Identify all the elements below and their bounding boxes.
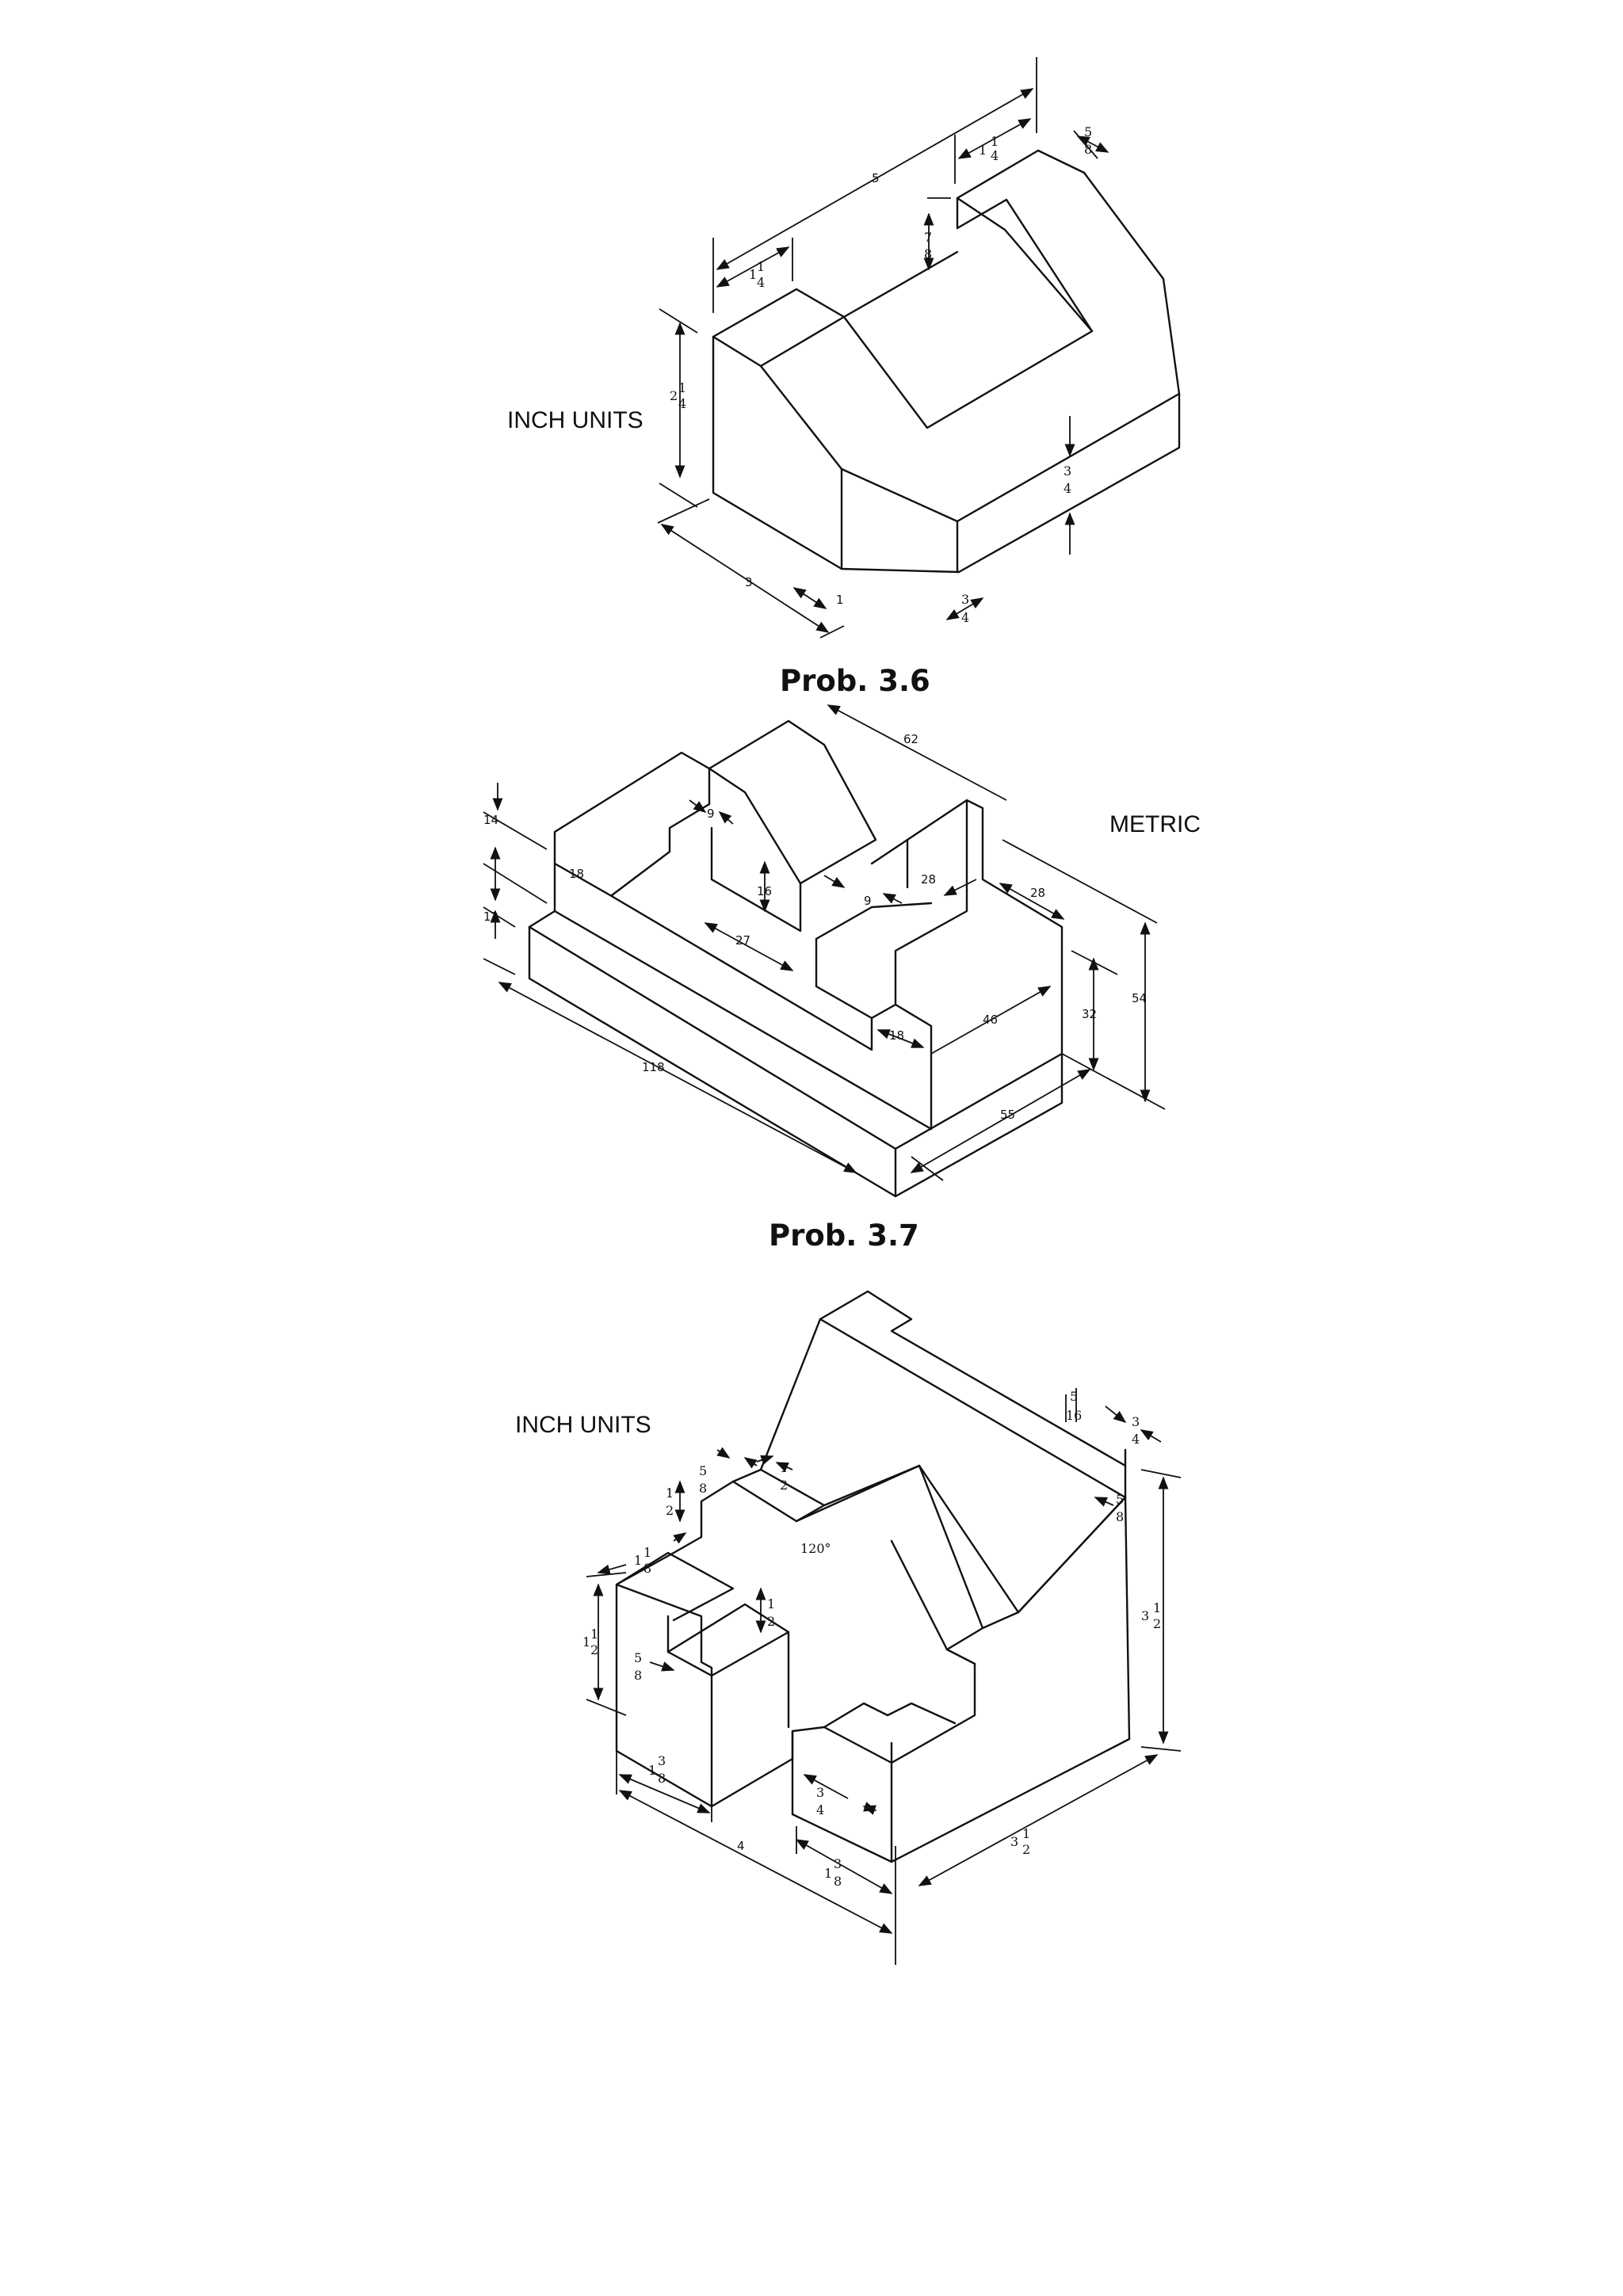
- svg-text:2: 2: [780, 1478, 788, 1493]
- svg-text:8: 8: [634, 1668, 642, 1683]
- dim-9a: 9: [707, 807, 715, 821]
- svg-text:8: 8: [1084, 142, 1092, 157]
- dim-right-low: 3: [961, 592, 969, 607]
- dim-1-1-8: 1: [634, 1553, 642, 1568]
- svg-text:4: 4: [991, 148, 999, 163]
- svg-text:8: 8: [924, 246, 932, 261]
- dim-27: 27: [735, 933, 750, 948]
- dim-118: 118: [642, 1060, 665, 1074]
- figure-1-caption: Prob. 3.6: [780, 664, 930, 698]
- svg-text:4: 4: [961, 610, 969, 625]
- dim-16: 16: [757, 884, 772, 898]
- dim-5-8c: 5: [634, 1650, 642, 1665]
- dim-18a: 18: [569, 867, 584, 881]
- svg-text:2: 2: [666, 1503, 674, 1518]
- svg-text:8: 8: [658, 1771, 666, 1786]
- dim-3-4b: 3: [816, 1785, 824, 1800]
- dim-4: 4: [737, 1839, 745, 1853]
- figure-1-object: [712, 149, 1181, 574]
- dim-12: 12: [483, 910, 498, 924]
- svg-text:1: 1: [991, 134, 999, 149]
- dim-55: 55: [1000, 1108, 1015, 1122]
- svg-text:8: 8: [643, 1561, 651, 1576]
- svg-text:4: 4: [1132, 1432, 1140, 1447]
- dim-1-2a: 1: [780, 1460, 788, 1475]
- svg-text:2: 2: [590, 1642, 598, 1657]
- figure-2-object: [528, 719, 1064, 1198]
- dim-5-8b: 5: [1116, 1492, 1124, 1507]
- dim-3-1-2b: 3: [1010, 1834, 1018, 1849]
- svg-text:1: 1: [590, 1627, 598, 1642]
- dim-right-side: 3: [1064, 463, 1071, 479]
- dim-1-2b: 1: [666, 1486, 674, 1501]
- figure-3-object: [615, 1290, 1131, 1863]
- dim-5-16: 5: [1070, 1389, 1078, 1404]
- dim-28a: 28: [921, 872, 936, 887]
- figure-2-dimensions: [483, 704, 1166, 1181]
- figure-1-dimensions: [657, 57, 1109, 639]
- figure-3-dimensions: [586, 1388, 1182, 1965]
- dim-3-1-2a: 3: [1141, 1608, 1149, 1623]
- dim-3-4a: 3: [1132, 1414, 1140, 1429]
- svg-text:16: 16: [1066, 1408, 1082, 1423]
- svg-text:1: 1: [678, 380, 686, 395]
- svg-text:2: 2: [1153, 1616, 1161, 1631]
- figure-3-isometric: 5 16 3 4 5 8 1 2 1 2 5 8 1 1 8 120° 1 1 …: [515, 1290, 1182, 1965]
- svg-text:1: 1: [643, 1545, 651, 1560]
- dim-front: 1: [836, 593, 844, 607]
- dim-54: 54: [1132, 991, 1147, 1005]
- svg-text:8: 8: [1116, 1509, 1124, 1524]
- dim-1-3-8b: 1: [824, 1866, 832, 1881]
- dim-1-1-2: 1: [582, 1634, 590, 1650]
- dim-overall-length: 5: [872, 171, 880, 185]
- svg-text:3: 3: [658, 1753, 666, 1768]
- dim-9b: 9: [864, 894, 872, 908]
- dim-1-2c: 1: [767, 1596, 775, 1611]
- svg-text:2: 2: [767, 1614, 775, 1629]
- figure-1-units-label: INCH UNITS: [507, 407, 643, 433]
- svg-text:8: 8: [834, 1874, 842, 1889]
- svg-text:8: 8: [699, 1481, 707, 1496]
- dim-top-right: 1: [979, 143, 987, 158]
- dim-62: 62: [903, 732, 918, 746]
- dim-18b: 18: [889, 1028, 904, 1043]
- figure-2-isometric: 62 9 9 14 12 18 16 27 28 28 54 32 46 18 …: [483, 704, 1201, 1253]
- svg-text:1: 1: [1022, 1826, 1030, 1841]
- dim-step: 7: [924, 230, 932, 245]
- svg-text:3: 3: [834, 1856, 842, 1871]
- dim-1-3-8a: 1: [648, 1763, 656, 1778]
- dim-depth: 3: [745, 575, 753, 589]
- dim-top-left: 1: [749, 267, 757, 282]
- svg-text:4: 4: [678, 396, 686, 411]
- dim-14: 14: [483, 813, 498, 827]
- figure-3-units-label: INCH UNITS: [515, 1412, 651, 1438]
- svg-text:2: 2: [1022, 1842, 1030, 1857]
- dim-height: 2: [670, 388, 678, 403]
- svg-text:4: 4: [816, 1802, 824, 1817]
- figure-2-units-label: METRIC: [1109, 811, 1201, 837]
- svg-text:1: 1: [757, 259, 765, 274]
- dim-5-8a: 5: [699, 1463, 707, 1478]
- svg-text:1: 1: [1153, 1600, 1161, 1615]
- svg-text:4: 4: [757, 275, 765, 290]
- dim-right-top: 5: [1084, 124, 1092, 139]
- figure-2-caption: Prob. 3.7: [769, 1219, 919, 1253]
- dim-28b: 28: [1030, 886, 1045, 900]
- svg-text:4: 4: [1064, 481, 1071, 496]
- dim-angle: 120°: [800, 1541, 831, 1556]
- dim-32: 32: [1082, 1007, 1097, 1021]
- figure-1-isometric: 5 1 1 4 1 1 4 5 8 7 8 2 1 4 3 1 3 4 3 4 …: [507, 57, 1181, 698]
- dim-46: 46: [983, 1013, 998, 1027]
